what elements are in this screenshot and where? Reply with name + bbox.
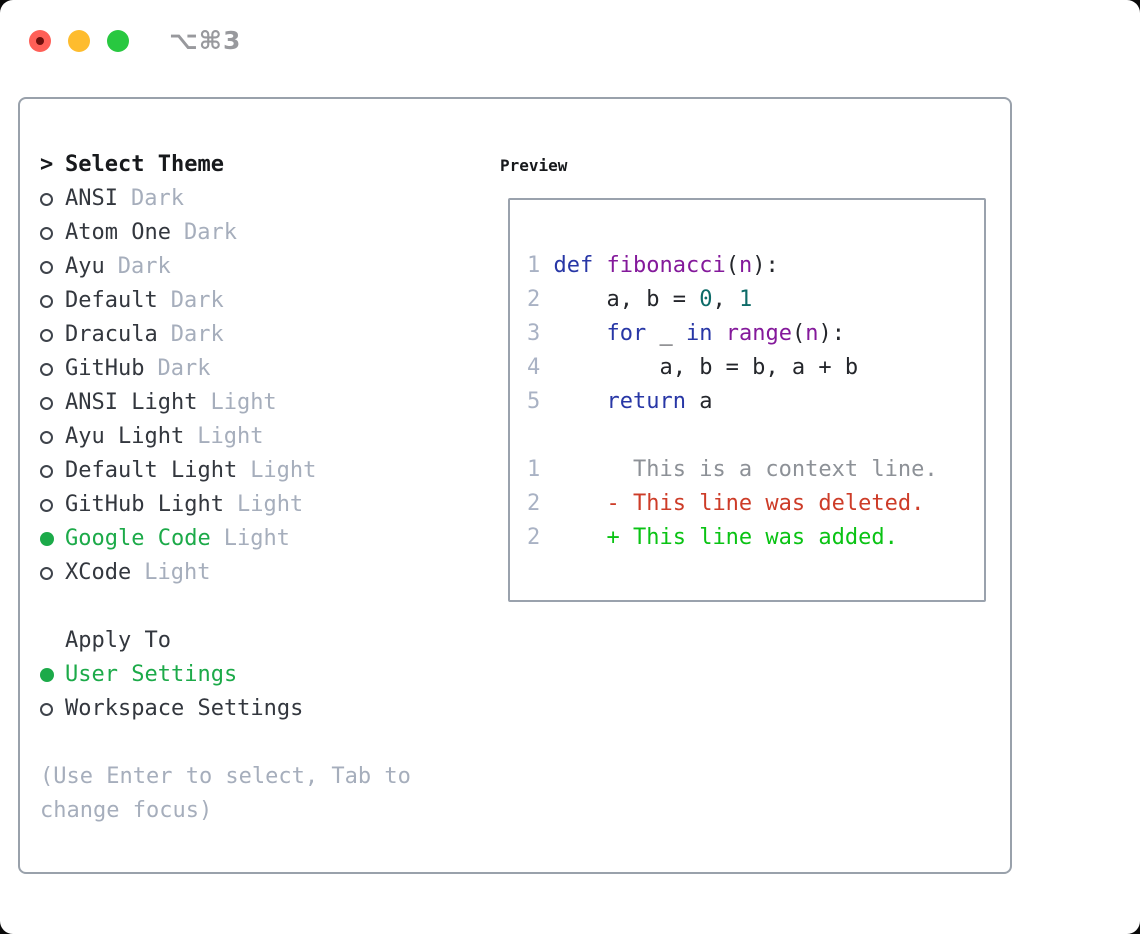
radio-icon — [40, 362, 53, 376]
theme-variant: Light — [210, 390, 277, 415]
theme-option-google-code-light[interactable]: Google Code Light — [40, 522, 411, 556]
theme-name: Dracula — [65, 322, 158, 347]
radio-icon — [40, 566, 53, 580]
theme-variant: Dark — [130, 186, 184, 211]
theme-name: XCode — [65, 560, 132, 585]
theme-option-xcode-light[interactable]: XCode Light — [40, 556, 411, 590]
apply-to-header: Apply To — [40, 624, 411, 658]
theme-option-atom-one-dark[interactable]: Atom One Dark — [40, 216, 411, 250]
radio-prefix — [40, 702, 65, 716]
theme-name: Google Code — [65, 526, 211, 551]
radio-prefix — [40, 226, 65, 240]
theme-variant: Light — [197, 424, 264, 449]
theme-name: GitHub — [65, 356, 145, 381]
apply-label: Workspace Settings — [65, 696, 304, 721]
help-text-line-2: change focus) — [40, 798, 213, 823]
theme-option-default-light-light[interactable]: Default Light Light — [40, 454, 411, 488]
code-line: 2 a, b = 0, 1 — [527, 287, 753, 312]
radio-prefix — [40, 396, 65, 410]
apply-to-title: Apply To — [65, 628, 171, 653]
theme-option-github-dark[interactable]: GitHub Dark — [40, 352, 411, 386]
theme-option-ayu-dark[interactable]: Ayu Dark — [40, 250, 411, 284]
radio-prefix — [40, 668, 65, 682]
theme-variant: Dark — [117, 254, 171, 279]
theme-name: Default Light — [65, 458, 238, 483]
radio-prefix — [40, 498, 65, 512]
theme-option-default-dark[interactable]: Default Dark — [40, 284, 411, 318]
radio-prefix — [40, 192, 65, 206]
preview-title: Preview — [500, 155, 568, 175]
radio-icon — [40, 396, 53, 410]
radio-icon — [40, 498, 53, 512]
code-line: 2 + This line was added. — [527, 525, 898, 550]
spacer — [40, 590, 411, 624]
radio-prefix — [40, 430, 65, 444]
radio-selected-icon — [40, 532, 54, 546]
theme-variant: Dark — [183, 220, 237, 245]
theme-option-ansi-light-light[interactable]: ANSI Light Light — [40, 386, 411, 420]
theme-option-ansi-dark[interactable]: ANSI Dark — [40, 182, 411, 216]
theme-name: Ayu — [65, 254, 105, 279]
preview-panel: Preview 1 def fibonacci(n): 2 a, b = 0, 1… — [500, 148, 986, 602]
theme-name: GitHub Light — [65, 492, 224, 517]
code-line: 3 for _ in range(n): — [527, 321, 845, 346]
radio-prefix — [40, 328, 65, 342]
theme-option-github-light-light[interactable]: GitHub Light Light — [40, 488, 411, 522]
theme-name: Default — [65, 288, 158, 313]
theme-variant: Light — [144, 560, 211, 585]
preview-header: Preview — [500, 148, 986, 182]
zoom-button[interactable] — [107, 29, 129, 52]
code-line: 1 This is a context line. — [527, 457, 938, 482]
radio-prefix — [40, 532, 65, 546]
radio-prefix — [40, 294, 65, 308]
radio-icon — [40, 430, 53, 444]
focus-caret-icon: > — [40, 152, 54, 177]
theme-name: ANSI Light — [65, 390, 198, 415]
radio-icon — [40, 702, 53, 716]
theme-option-dracula-dark[interactable]: Dracula Dark — [40, 318, 411, 352]
code-line: 4 a, b = b, a + b — [527, 355, 859, 380]
radio-prefix — [40, 362, 65, 376]
apply-label: User Settings — [65, 662, 238, 687]
minimize-button[interactable] — [68, 29, 90, 52]
theme-name: ANSI — [65, 186, 118, 211]
radio-icon — [40, 464, 53, 478]
code-line — [527, 419, 984, 453]
radio-selected-icon — [40, 668, 54, 682]
close-button[interactable] — [29, 29, 51, 52]
theme-name: Atom One — [65, 220, 171, 245]
radio-icon — [40, 328, 53, 342]
code-line: 1 def fibonacci(n): — [527, 253, 779, 278]
apply-option-workspace-settings[interactable]: Workspace Settings — [40, 692, 411, 726]
code-line: 5 return a — [527, 389, 713, 414]
help-text-line-1: (Use Enter to select, Tab to — [40, 764, 411, 789]
radio-icon — [40, 226, 53, 240]
spacer — [40, 726, 411, 760]
theme-variant: Dark — [170, 288, 224, 313]
code-line: 2 - This line was deleted. — [527, 491, 925, 516]
theme-name: Ayu Light — [65, 424, 185, 449]
window-titlebar: ⌥⌘3 — [29, 26, 241, 55]
theme-variant: Light — [223, 526, 290, 551]
radio-prefix — [40, 464, 65, 478]
theme-option-ayu-light-light[interactable]: Ayu Light Light — [40, 420, 411, 454]
theme-variant: Dark — [157, 356, 211, 381]
theme-variant: Dark — [170, 322, 224, 347]
apply-option-user-settings[interactable]: User Settings — [40, 658, 411, 692]
radio-prefix — [40, 260, 65, 274]
select-theme-title: Select Theme — [65, 152, 224, 177]
theme-variant: Light — [250, 458, 317, 483]
radio-prefix — [40, 566, 65, 580]
preview-code: 1 def fibonacci(n): 2 a, b = 0, 1 3 for _ … — [508, 198, 986, 602]
theme-variant: Light — [236, 492, 304, 517]
window-shortcut-label: ⌥⌘3 — [169, 26, 242, 55]
radio-icon — [40, 192, 53, 206]
select-theme-header: > Select Theme — [40, 148, 411, 182]
radio-icon — [40, 260, 53, 274]
radio-icon — [40, 294, 53, 308]
